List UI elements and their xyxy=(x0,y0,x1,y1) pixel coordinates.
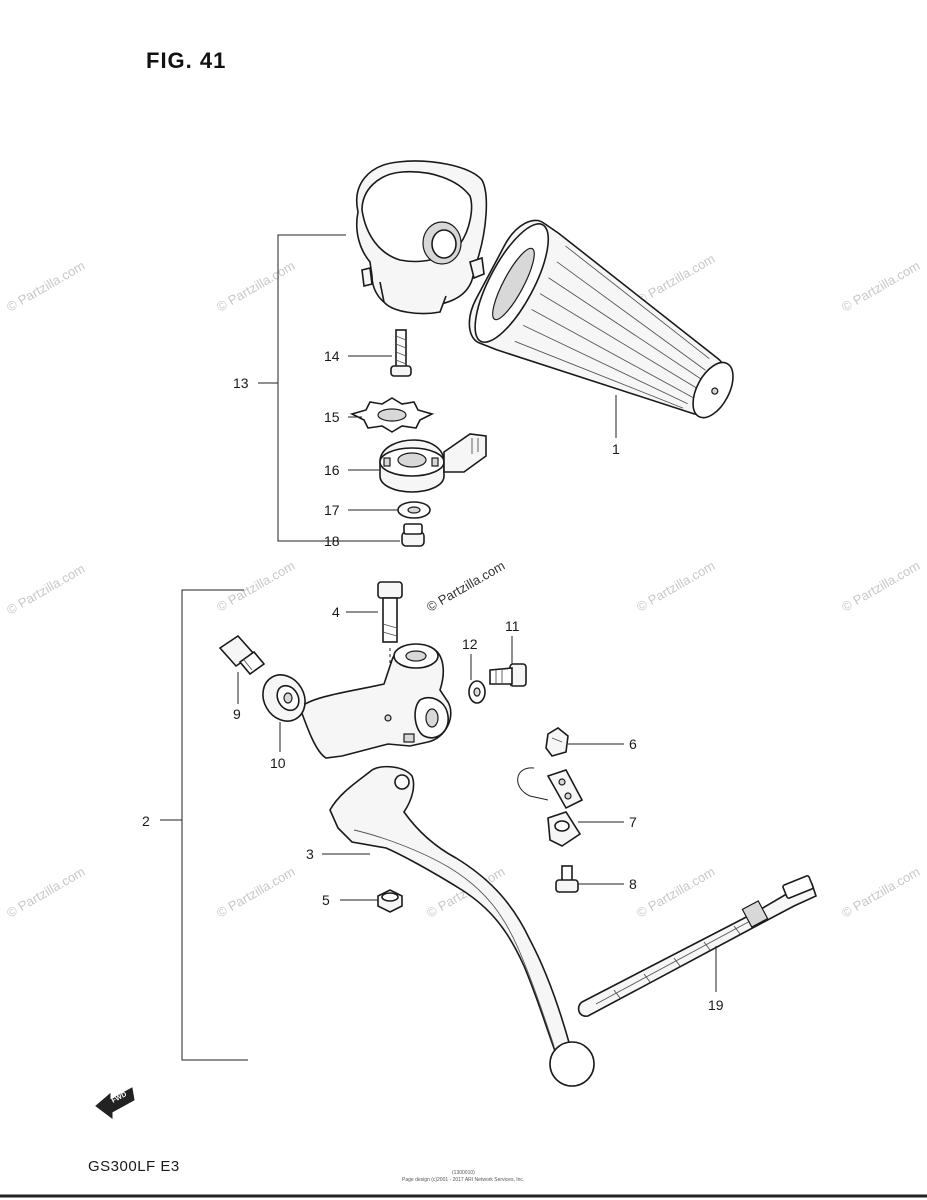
locknut-10 xyxy=(262,674,306,722)
bracket-13 xyxy=(277,234,400,542)
watermark: © Partzilla.com xyxy=(424,558,507,615)
watermark: © Partzilla.com xyxy=(634,251,717,308)
throttle-housing xyxy=(355,160,488,315)
callout-8: 8 xyxy=(629,876,637,892)
washer-17-hole xyxy=(407,506,421,514)
callout-6: 6 xyxy=(629,736,637,752)
callout-19: 19 xyxy=(708,997,724,1013)
watermark: © Partzilla.com xyxy=(839,864,922,921)
callout-16: 16 xyxy=(324,462,340,478)
callout-5: 5 xyxy=(322,892,330,908)
watermark: © Partzilla.com xyxy=(634,558,717,615)
callout-17: 17 xyxy=(324,502,340,518)
screw-14 xyxy=(390,329,412,377)
bolt-4 xyxy=(377,581,403,643)
model-code: GS300LF E3 xyxy=(88,1158,180,1175)
lever-holder xyxy=(299,643,452,759)
watermark: © Partzilla.com xyxy=(4,258,87,315)
watermark: © Partzilla.com xyxy=(839,558,922,615)
screw-18 xyxy=(401,523,425,547)
callout-11: 11 xyxy=(505,618,520,634)
cable-guide-16 xyxy=(379,433,487,493)
watermark: © Partzilla.com xyxy=(634,864,717,921)
watermark: © Partzilla.com xyxy=(4,864,87,921)
callout-14: 14 xyxy=(324,348,340,364)
callout-1: 1 xyxy=(612,441,620,457)
watermark: © Partzilla.com xyxy=(839,258,922,315)
washer-12-hole xyxy=(473,687,481,697)
callout-7: 7 xyxy=(629,814,637,830)
clutch-lever-3 xyxy=(329,765,595,1087)
screw-11 xyxy=(489,663,527,687)
clutch-switch-7 xyxy=(517,767,584,847)
switch-clip-6 xyxy=(545,727,569,757)
callout-3: 3 xyxy=(306,846,314,862)
callout-9: 9 xyxy=(233,706,241,722)
lock-washer-hole xyxy=(377,408,407,422)
front-direction-arrow-icon: FWD xyxy=(95,1087,135,1119)
adjuster-bolt-9 xyxy=(218,634,266,676)
footer-copyright: Page design (c)2001 - 2017 ARI Network S… xyxy=(402,1177,524,1183)
watermark: © Partzilla.com xyxy=(214,558,297,615)
callout-12: 12 xyxy=(462,636,478,652)
footer-code: (1300010) xyxy=(452,1170,475,1176)
watermark: © Partzilla.com xyxy=(214,864,297,921)
callout-18: 18 xyxy=(324,533,340,549)
callout-4: 4 xyxy=(332,604,340,620)
callout-13: 13 xyxy=(233,375,249,391)
cable-tie-19 xyxy=(577,875,817,1017)
callout-2: 2 xyxy=(142,813,150,829)
throttle-grip xyxy=(468,219,734,419)
callout-15: 15 xyxy=(324,409,340,425)
figure-title: FIG. 41 xyxy=(146,48,226,73)
watermark: © Partzilla.com xyxy=(214,258,297,315)
watermark: © Partzilla.com xyxy=(4,561,87,618)
bracket-2 xyxy=(181,589,248,1061)
callout-10: 10 xyxy=(270,755,286,771)
screw-8 xyxy=(555,865,579,893)
nut-5 xyxy=(377,889,403,913)
